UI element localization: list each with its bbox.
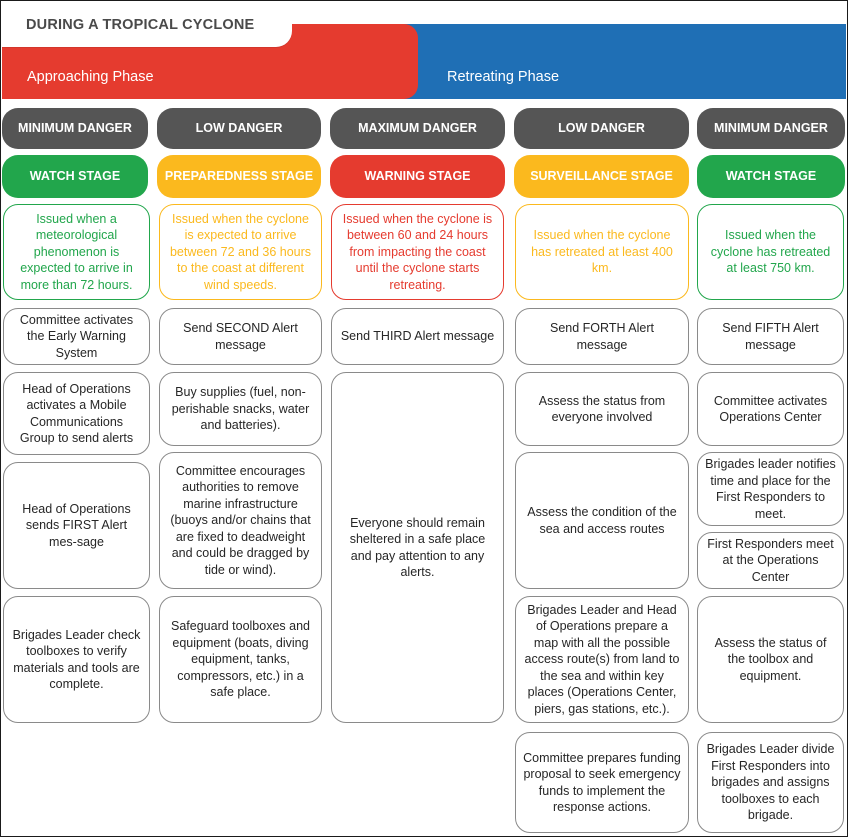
stage-col4: SURVEILLANCE STAGE (514, 155, 689, 198)
action-box: Assess the status of the toolbox and equ… (697, 596, 844, 723)
action-box: Head of Operations sends FIRST Alert mes… (3, 462, 150, 589)
action-box: Send FORTH Alert message (515, 308, 689, 365)
action-box: Committee encourages authorities to remo… (159, 452, 322, 589)
criteria-box-col5: Issued when the cyclone has retreated at… (697, 204, 844, 300)
danger-level-col2: LOW DANGER (157, 108, 321, 149)
action-box: Brigades Leader check toolboxes to verif… (3, 596, 150, 723)
action-box: Assess the status from everyone involved (515, 372, 689, 446)
action-box: Send THIRD Alert message (331, 308, 504, 365)
criteria-box-col1: Issued when a meteorological phenomenon … (3, 204, 150, 300)
action-box: Send SECOND Alert message (159, 308, 322, 365)
action-box: Committee activates the Early Warning Sy… (3, 308, 150, 365)
approaching-phase-label: Approaching Phase (27, 69, 154, 85)
action-box: Safeguard toolboxes and equipment (boats… (159, 596, 322, 723)
danger-level-col5: MINIMUM DANGER (697, 108, 845, 149)
stage-col3: WARNING STAGE (330, 155, 505, 198)
action-box: First Responders meet at the Operations … (697, 532, 844, 589)
retreating-phase-label: Retreating Phase (447, 69, 560, 85)
action-box: Brigades leader notifies time and place … (697, 452, 844, 526)
action-box: Brigades Leader divide First Responders … (697, 732, 844, 833)
title-tab: DURING A TROPICAL CYCLONE (2, 1, 292, 47)
action-box: Head of Operations activates a Mobile Co… (3, 372, 150, 455)
action-box: Committee activates Operations Center (697, 372, 844, 446)
danger-level-col4: LOW DANGER (514, 108, 689, 149)
criteria-box-col4: Issued when the cyclone has retreated at… (515, 204, 689, 300)
action-box: Assess the condition of the sea and acce… (515, 452, 689, 589)
retreating-phase-band (400, 24, 846, 99)
action-box: Send FIFTH Alert message (697, 308, 844, 365)
action-box: Buy supplies (fuel, non-perishable snack… (159, 372, 322, 446)
danger-level-col1: MINIMUM DANGER (2, 108, 148, 149)
stage-col1: WATCH STAGE (2, 155, 148, 198)
criteria-box-col2: Issued when the cyclone is expected to a… (159, 204, 322, 300)
danger-level-col3: MAXIMUM DANGER (330, 108, 505, 149)
stage-col2: PREPAREDNESS STAGE (157, 155, 321, 198)
criteria-box-col3: Issued when the cyclone is between 60 an… (331, 204, 504, 300)
diagram-title: DURING A TROPICAL CYCLONE (26, 17, 255, 33)
action-box: Brigades Leader and Head of Operations p… (515, 596, 689, 723)
action-box: Everyone should remain sheltered in a sa… (331, 372, 504, 723)
stage-col5: WATCH STAGE (697, 155, 845, 198)
action-box: Committee prepares funding proposal to s… (515, 732, 689, 833)
